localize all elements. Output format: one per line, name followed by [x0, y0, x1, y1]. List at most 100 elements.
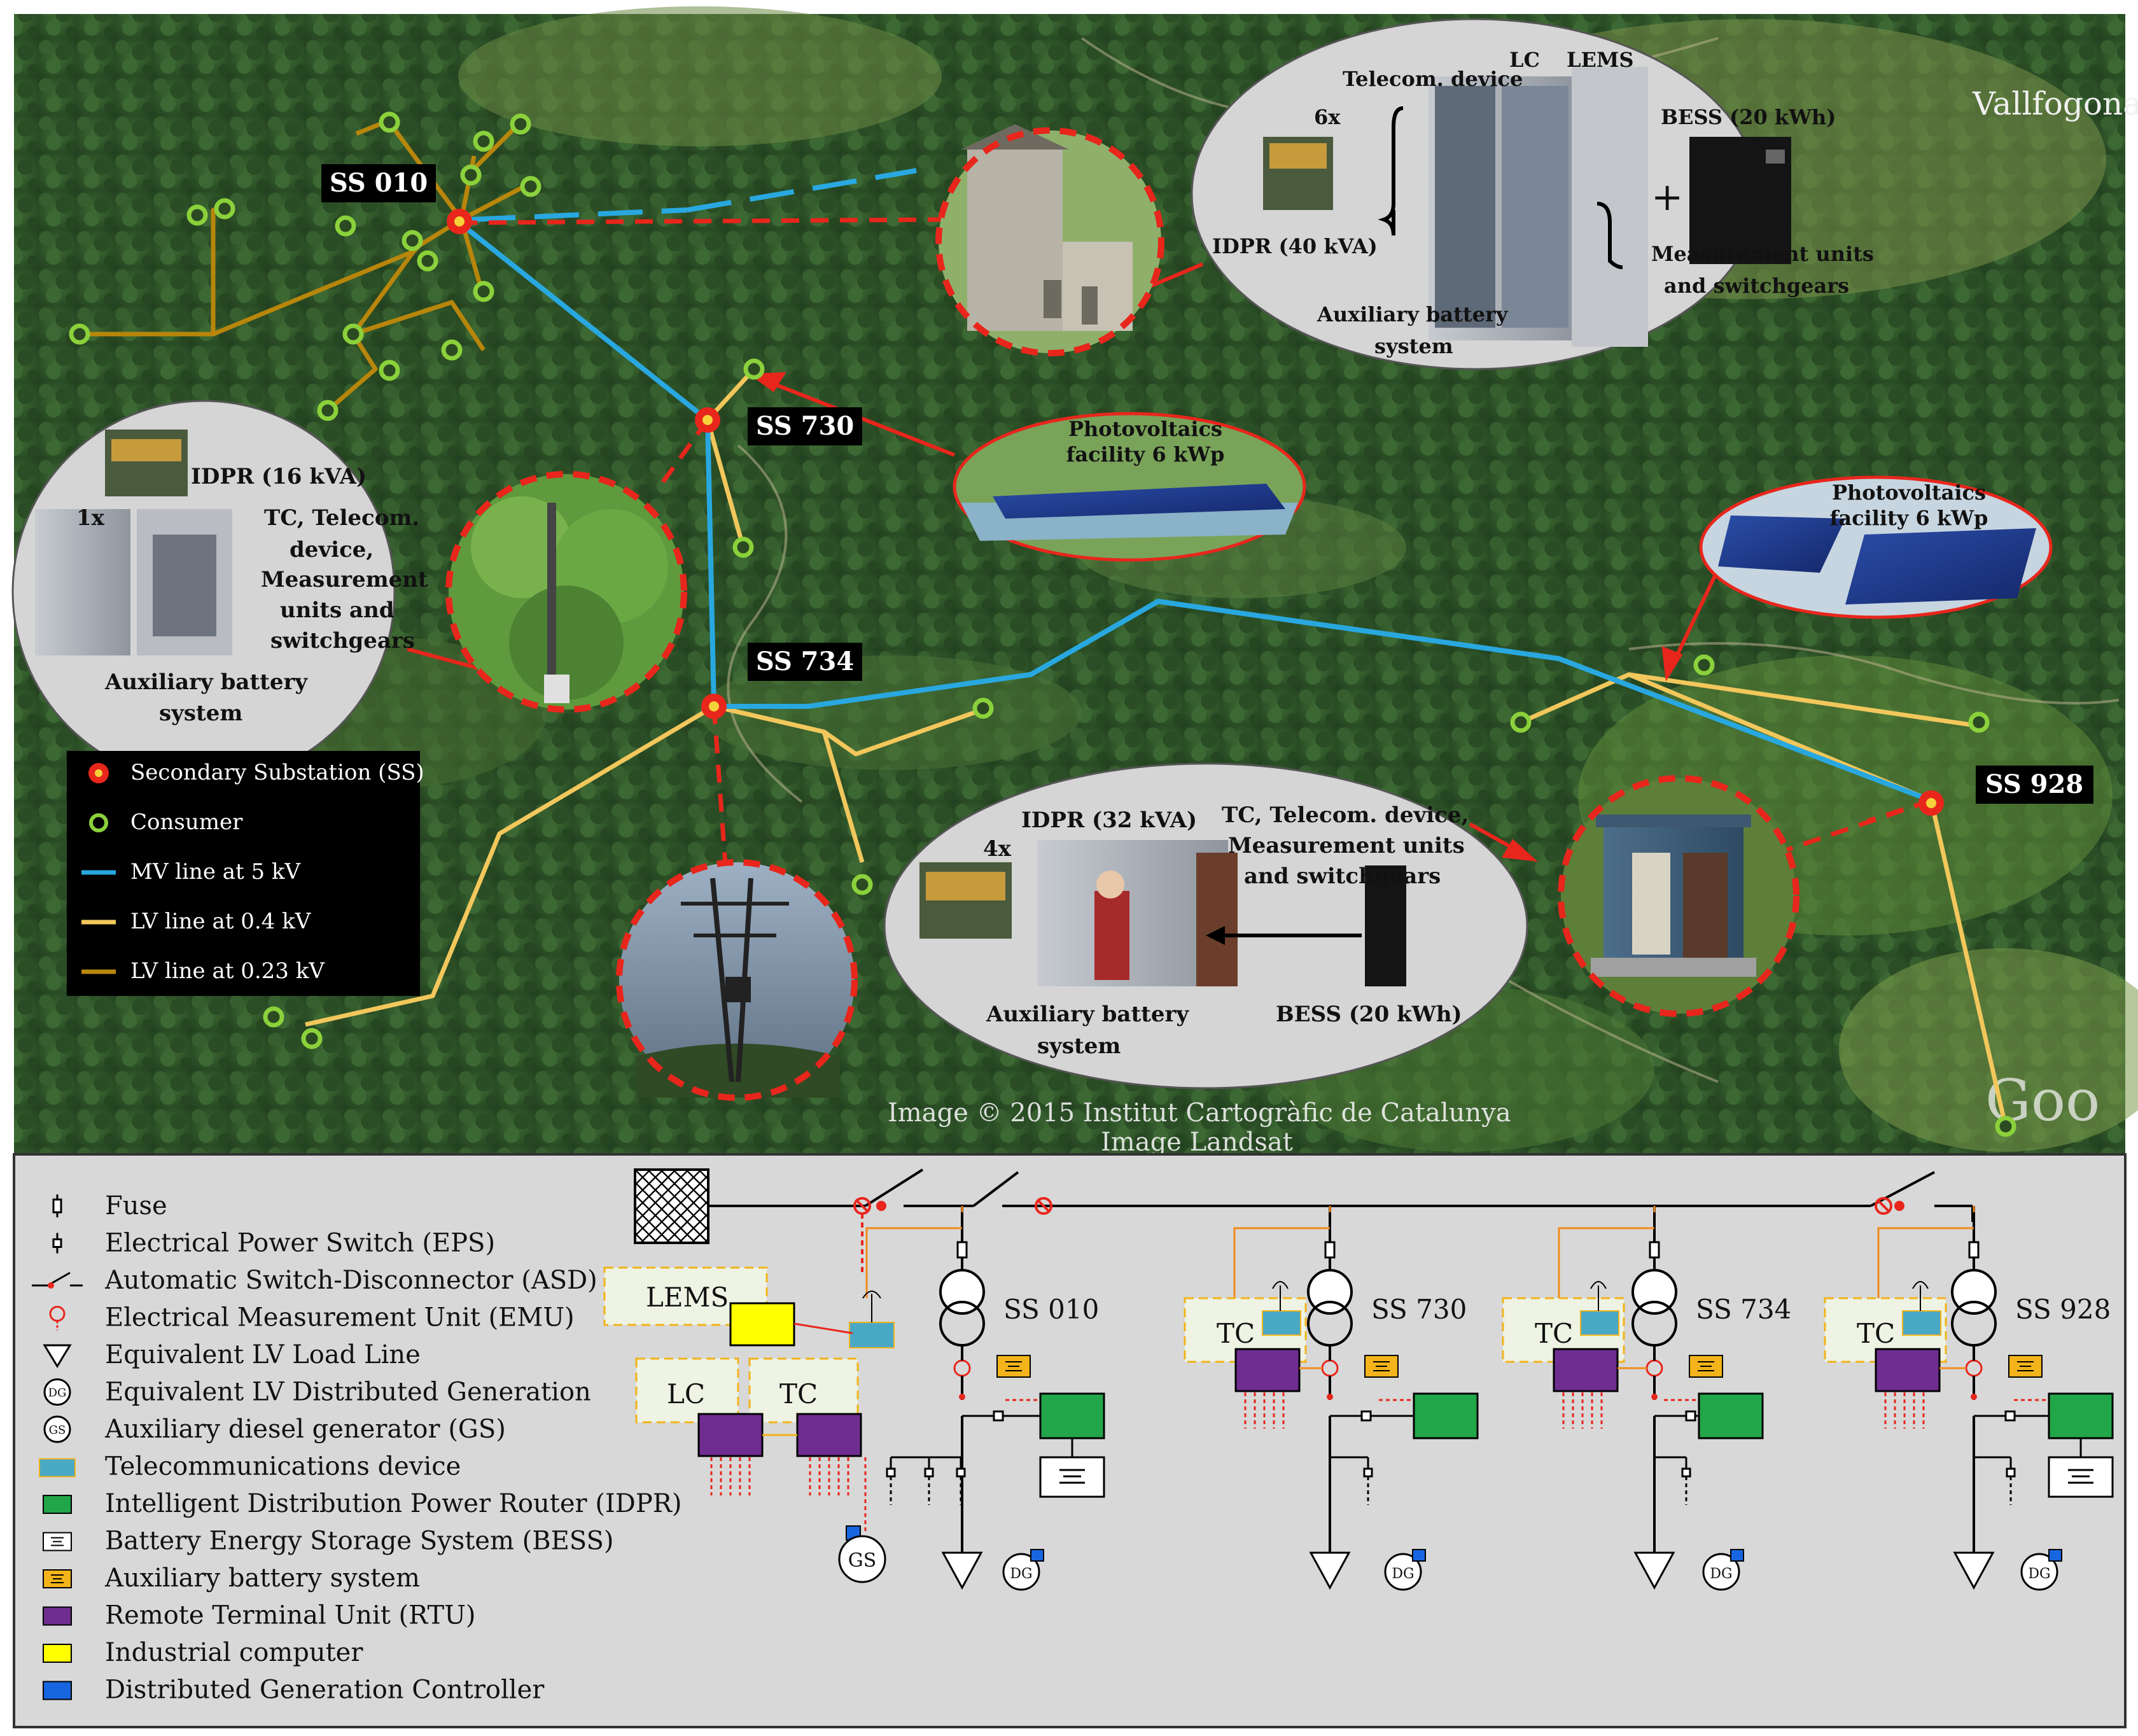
svg-text:GS: GS: [49, 1424, 66, 1437]
asd-icon: [959, 1394, 965, 1400]
rtu-icon: [43, 1606, 72, 1626]
telecom-device: [849, 1322, 895, 1348]
dg-generator: [2020, 1553, 2058, 1591]
ss928-qty-label: 4x: [983, 836, 1012, 862]
ss010-meas-label-1: Measurement units: [1651, 242, 1874, 266]
gs-generator: [838, 1535, 886, 1583]
substation-markers: [447, 209, 1944, 816]
emu-icon: [853, 1197, 871, 1273]
consumer: [510, 113, 531, 135]
map-legend-label: LV line at 0.23 kV: [130, 958, 325, 984]
eps-icon: [1685, 1410, 1696, 1422]
pv730-label-1: Photovoltaics: [1068, 417, 1222, 441]
ss010-plus-sign: +: [1651, 175, 1683, 220]
consumer: [402, 230, 423, 251]
consumer: [214, 198, 235, 220]
ss010-qty-label: 6x: [1314, 105, 1341, 129]
schematic-legend-label: Electrical Measurement Unit (EMU): [105, 1303, 575, 1333]
schematic-legend-label: Auxiliary diesel generator (GS): [104, 1415, 506, 1444]
eps-icon: [2006, 1467, 2016, 1478]
ss928-aux-label-2: system: [1037, 1033, 1121, 1059]
transformer-icon: [1631, 1269, 1677, 1315]
emu-icon: [1875, 1197, 1892, 1215]
schematic-legend-label: Intelligent Distribution Power Router (I…: [105, 1489, 681, 1518]
svg-text:DG: DG: [48, 1387, 67, 1400]
eps-icon: [1363, 1467, 1373, 1478]
consumer: [379, 360, 400, 381]
ss730-qty-label: 1x: [76, 505, 105, 531]
tc-box-label: TC: [1535, 1318, 1573, 1349]
idpr-box: [1039, 1392, 1105, 1439]
map-credit: Image © 2015 Institut Cartogràfic de Cat…: [888, 1098, 1511, 1128]
dg-controller: [1730, 1549, 1744, 1562]
tc-box-label: TC: [1857, 1318, 1895, 1349]
fuse-icon: [1649, 1241, 1660, 1259]
schematic-legend-item: Electrical Measurement Unit (EMU): [49, 1303, 575, 1333]
fuse-icon: [956, 1241, 968, 1259]
ss-labels: SS 010 SS 730 SS 734 SS 928: [321, 164, 2093, 804]
eps-icon: [993, 1410, 1004, 1422]
aux-battery-icon: [1364, 1355, 1399, 1378]
industrial-computer-icon: [43, 1644, 72, 1663]
dg-controller: [2048, 1549, 2062, 1562]
eps-icon: [924, 1467, 934, 1478]
rtu-box-lc: [697, 1413, 764, 1457]
fuse-icon: [1968, 1241, 1980, 1259]
load-triangle-icon: [43, 1344, 72, 1368]
ss-734-marker: [701, 694, 727, 719]
eps-icon: [1360, 1410, 1372, 1422]
ss010-meas-label-2: and switchgears: [1664, 274, 1849, 298]
photo-ss730-pole: [445, 471, 687, 713]
ss730-tc-label-4: units and: [280, 598, 395, 623]
emu-icon: [1035, 1197, 1052, 1215]
asd-icon: [876, 1201, 886, 1211]
telecom-device: [1580, 1310, 1619, 1336]
ss928-equipment-callout: IDPR (32 kVA) 4x TC, Telecom. device, Me…: [883, 762, 1528, 1089]
ss010-aux-label-2: system: [1374, 334, 1453, 358]
ss-730-label: SS 730: [756, 411, 854, 441]
antenna-icon: [1272, 1281, 1289, 1311]
mv-grid-source: [634, 1168, 709, 1244]
lc-box-label: LC: [667, 1378, 705, 1410]
ss730-idpr-label: IDPR (16 kVA): [191, 464, 367, 489]
ss-734-label: SS 734: [756, 647, 854, 676]
schematic-legend-label: Equivalent LV Distributed Generation: [105, 1378, 591, 1407]
dg-controller: [1412, 1549, 1426, 1562]
idpr-icon: [43, 1495, 72, 1514]
eps-icon: [886, 1467, 896, 1478]
consumer: [460, 164, 482, 186]
map-legend-label: Secondary Substation (SS): [130, 760, 424, 785]
ss730-tc-label-3: Measurement: [261, 567, 428, 592]
rtu-box: [1875, 1348, 1941, 1392]
transformer-icon: [939, 1269, 985, 1315]
eps-icon: [2004, 1410, 2016, 1422]
consumer: [301, 1028, 323, 1049]
idpr-box: [1698, 1392, 1764, 1439]
ss010-lc-label: LC: [1509, 48, 1540, 72]
schematic-legend-label: Industrial computer: [105, 1638, 363, 1667]
bus-emu-symbols: [853, 1197, 1904, 1273]
dg-generator: [1702, 1553, 1740, 1591]
pv928-label-2: facility 6 kWp: [1830, 506, 1988, 530]
gs-label: GS: [848, 1550, 877, 1572]
schematic-legend-item: Remote Terminal Unit (RTU): [43, 1601, 476, 1630]
map-legend-item: MV line at 5 kV: [81, 859, 302, 885]
map-legend-item: Consumer: [89, 809, 243, 835]
map-legend-item: Secondary Substation (SS): [88, 760, 424, 785]
schematic-panel: [13, 1153, 2127, 1728]
industrial-computer-box: [729, 1302, 795, 1347]
dg-label: DG: [1010, 1566, 1032, 1582]
ss010-equipment-callout: Telecom. device LC LEMS 6x BESS (20 kWh)…: [1191, 18, 1874, 370]
ss730-equipment-callout: IDPR (16 kVA) 1x TC, Telecom. device, Me…: [11, 400, 428, 784]
consumer: [1968, 711, 1990, 733]
map-legend-label: LV line at 0.4 kV: [130, 909, 312, 934]
consumer: [317, 400, 339, 421]
pv730-label-2: facility 6 kWp: [1066, 442, 1225, 466]
schematic-legend-label: Auxiliary battery system: [104, 1564, 420, 1593]
consumer: [520, 176, 541, 197]
schematic-legend-item: Intelligent Distribution Power Router (I…: [43, 1489, 681, 1518]
consumer-markers: [69, 111, 2016, 1137]
